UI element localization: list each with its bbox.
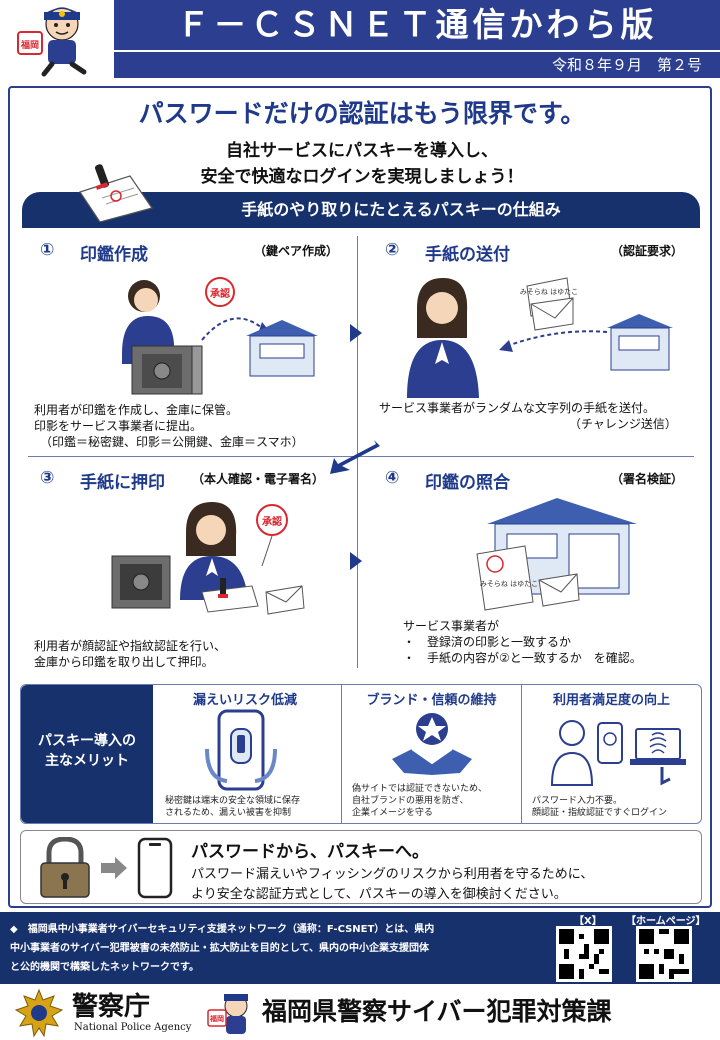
step-number: ③: [40, 468, 55, 488]
step-title: 手紙に押印: [80, 473, 165, 493]
mascot-icon: 福岡: [17, 7, 87, 77]
qr-code-homepage[interactable]: [636, 926, 692, 982]
merit-brand-trust: ブランド・信頼の維持 偽サイトでは認証できないため、 自社ブランドの悪用を防ぎ、…: [341, 685, 521, 823]
footer-description: ◆ 福岡県中小事業者サイバーセキュリティ支援ネットワーク（通称：F-CSNET）…: [10, 924, 435, 973]
qr-code-x[interactable]: [556, 926, 612, 982]
step-title: 印鑑作成: [80, 245, 148, 265]
police-emblem-icon: [14, 988, 64, 1038]
merit-title: ブランド・信頼の維持: [366, 693, 497, 708]
step-desc: サービス事業者がランダムな文字列の手紙を送付。 （チャレンジ送信）: [379, 401, 677, 431]
merit-title: 利用者満足度の向上: [552, 693, 670, 708]
closing-message: パスワードから、パスキーへ。 パスワード漏えいやフィッシングのリスクから利用者を…: [20, 830, 702, 904]
padlock-to-phone-icon: [40, 837, 173, 899]
closing-line-1: パスワード漏えいやフィッシングのリスクから利用者を守るために、: [191, 867, 594, 882]
step-tag: （署名検証）: [610, 472, 683, 486]
step-title: 印鑑の照合: [425, 473, 510, 493]
merit-desc: 偽サイトでは認証できないため、 自社ブランドの悪用を防ぎ、 企業イメージを守る: [352, 784, 488, 818]
step-tag: （認証要求）: [610, 244, 683, 258]
subheadline-1: 自社サービスにパスキーを導入し、: [226, 141, 498, 161]
npa-name-jp: 警察庁: [72, 992, 151, 1022]
qr-code-icon: [639, 929, 689, 979]
merits-panel: パスキー導入の 主なメリット 漏えいリスク低減 秘密鍵は端末の安全な領域に保存 …: [20, 684, 702, 824]
main-frame: パスワードだけの認証はもう限界です。 自社サービスにパスキーを導入し、 安全で快…: [8, 86, 712, 908]
seal-text: 承認: [210, 287, 230, 300]
qr-home-label: 【ホームページ】: [626, 916, 706, 927]
header: 福岡 Ｆ－ＣＳＮＥＴ通信かわら版 令和８年９月 第２号: [0, 0, 720, 80]
step-tag: （鍵ペア作成）: [253, 244, 338, 258]
merit-user-satisfaction: 利用者満足度の向上 パスワード入力不要。 顔認証・指紋認証ですぐログイン: [521, 685, 701, 823]
divider-horizontal: [28, 456, 694, 457]
step-desc: サービス事業者が ・ 登録済の印影と一致するか ・ 手紙の内容が②と一致するか …: [403, 619, 642, 665]
step-desc: 利用者が顔認証や指紋認証を行い、 金庫から印鑑を取り出して押印。: [34, 639, 227, 669]
arrow-right-icon: [350, 552, 362, 570]
merit-title: 漏えいリスク低減: [192, 693, 297, 708]
step-tag: （本人確認・電子署名）: [192, 472, 325, 486]
handshake-badge-icon: [392, 713, 472, 775]
step2-illustration: みそらね はゆたこ: [407, 277, 673, 398]
headline: パスワードだけの認証はもう限界です。: [138, 99, 586, 128]
step-number: ①: [40, 240, 55, 260]
arrow-right-icon: [350, 324, 362, 342]
issue-info: 令和８年９月 第２号: [114, 50, 720, 78]
phone-shield-icon: [205, 709, 277, 791]
merits-label: パスキー導入の 主なメリット: [21, 685, 153, 823]
letter-text: みそらね はゆたこ: [520, 288, 578, 296]
step4-illustration: みそらね はゆたこ: [476, 498, 637, 611]
step-desc: 利用者が印鑑を作成し、金庫に保管。 印影をサービス事業者に提出。 （印鑑＝秘密鍵…: [34, 403, 304, 449]
paper-stamp-icon: [79, 164, 153, 222]
merit-desc: パスワード入力不要。 顔認証・指紋認証ですぐログイン: [532, 796, 668, 818]
bottom-logos: 警察庁 National Police Agency 福岡 福岡県警察サイバー犯…: [0, 986, 720, 1040]
biometric-login-icon: [550, 720, 686, 786]
step3-illustration: 承認: [111, 502, 305, 615]
closing-line-2: より安全な認証方式として、パスキーの導入を御検討ください。: [191, 887, 567, 902]
step-number: ②: [385, 240, 400, 260]
closing-title: パスワードから、パスキーへ。: [191, 842, 429, 862]
letter-text: みそらね はゆたこ: [480, 580, 538, 588]
step-1: ① 印鑑作成 （鍵ペア作成） 承認 利用者が印鑑を作成し、金庫に保管: [22, 228, 352, 453]
title-band: Ｆ－ＣＳＮＥＴ通信かわら版: [114, 0, 720, 50]
footer-band: ◆ 福岡県中小事業者サイバーセキュリティ支援ネットワーク（通称：F-CSNET）…: [0, 912, 720, 984]
step-4: ④ 印鑑の照合 （署名検証） みそらね はゆたこ サービス事業者が ・ 登録済の…: [367, 456, 697, 681]
qr-x-label: 【X】: [574, 916, 602, 927]
arrow-down-left-icon: [330, 440, 380, 474]
seal-text: 承認: [262, 515, 282, 528]
mechanism-steps: ① 印鑑作成 （鍵ペア作成） 承認 利用者が印鑑を作成し、金庫に保管: [22, 228, 700, 678]
merit-desc: 秘密鍵は端末の安全な領域に保存 されるため、漏えい被害を抑制: [165, 796, 301, 818]
subheadline-2: 安全で快適なログインを実現しましょう！: [200, 167, 524, 187]
divider-vertical: [357, 236, 358, 668]
step-title: 手紙の送付: [425, 245, 510, 265]
step-number: ④: [385, 468, 400, 488]
step1-illustration: 承認: [122, 277, 318, 395]
newsletter-title: Ｆ－ＣＳＮＥＴ通信かわら版: [176, 5, 658, 44]
step-3: ③ 手紙に押印 （本人確認・電子署名） 承認 利用: [22, 456, 352, 681]
step-2: ② 手紙の送付 （認証要求） みそらね はゆたこ サービス事業者がランダムな文字…: [367, 228, 697, 453]
mascot-badge: 福岡: [209, 1014, 224, 1023]
merit-leak-reduction: 漏えいリスク低減 秘密鍵は端末の安全な領域に保存 されるため、漏えい被害を抑制: [155, 685, 335, 823]
qr-code-icon: [559, 929, 609, 979]
npa-name-en: National Police Agency: [74, 1022, 192, 1033]
mascot-badge: 福岡: [20, 39, 39, 51]
mascot-small-icon: 福岡: [207, 994, 248, 1034]
department-name: 福岡県警察サイバー犯罪対策課: [262, 997, 612, 1026]
